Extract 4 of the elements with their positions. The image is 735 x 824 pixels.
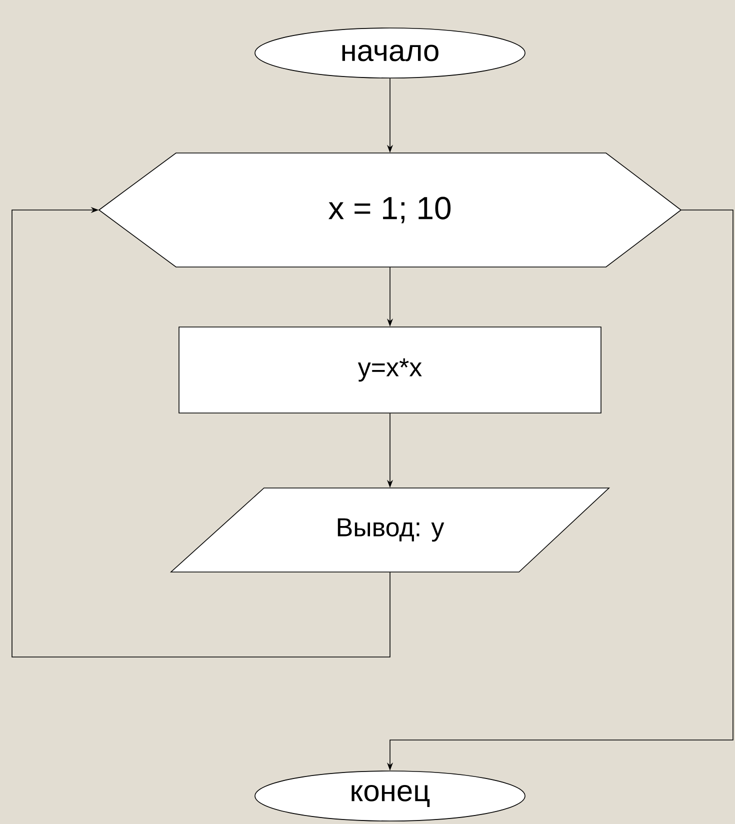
terminal-oval: начало xyxy=(254,28,526,78)
process-box: y=x*x xyxy=(178,326,602,414)
arrow xyxy=(12,206,390,658)
terminal-oval: конец xyxy=(254,770,526,822)
